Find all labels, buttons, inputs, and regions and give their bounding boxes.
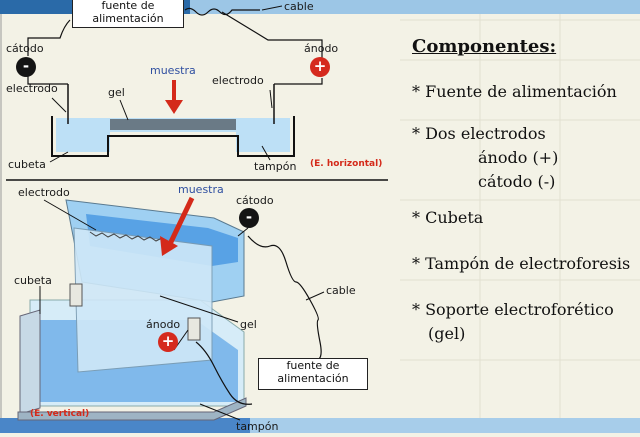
v-electrodo-label: electrodo bbox=[18, 186, 70, 199]
v-catodo-pointer bbox=[237, 227, 249, 237]
cable-top-label: cable bbox=[284, 0, 314, 13]
clamp-left bbox=[69, 283, 83, 307]
h-tampon-label: tampón bbox=[254, 160, 297, 173]
v-cathode-icon: - bbox=[239, 208, 259, 228]
v-catodo-label: cátodo bbox=[236, 194, 274, 207]
h-caption: (E. horizontal) bbox=[310, 159, 383, 169]
power-supply-box-top: fuente de alimentación bbox=[72, 0, 184, 28]
cable-top-right bbox=[221, 11, 323, 58]
v-anode-icon: + bbox=[158, 332, 178, 352]
component-cuvette: * Cubeta bbox=[412, 208, 484, 227]
clamp-right bbox=[187, 317, 201, 341]
power-supply-box-bottom: fuente de alimentación bbox=[258, 358, 368, 390]
h-anodo-label: ánodo bbox=[304, 42, 339, 55]
v-cable-pointer bbox=[305, 291, 325, 301]
h-catodo-label: cátodo bbox=[6, 42, 44, 55]
horizontal-cell bbox=[27, 74, 323, 163]
v-tampon-pointer bbox=[199, 403, 241, 421]
v-caption: (E. vertical) bbox=[30, 409, 90, 419]
base-plate bbox=[17, 397, 247, 421]
component-electrodes: * Dos electrodos bbox=[412, 124, 546, 143]
component-buffer: * Tampón de electroforesis bbox=[412, 254, 631, 273]
background-grid bbox=[400, 0, 640, 433]
component-cathode: cátodo (-) bbox=[478, 172, 556, 191]
v-anodo-label: ánodo bbox=[146, 318, 181, 331]
vertical-gel-plate bbox=[73, 227, 213, 373]
h-cathode-icon: - bbox=[16, 57, 36, 77]
v-gel-label: gel bbox=[240, 318, 257, 331]
power-supply-label-bottom: fuente de alimentación bbox=[277, 359, 349, 385]
v-gel-pointer bbox=[159, 295, 239, 323]
electrode-left-feed bbox=[27, 74, 68, 85]
electrode-right-pointer bbox=[269, 89, 273, 109]
sample-arrow-head bbox=[165, 100, 183, 114]
components-list: Componentes: * Fuente de alimentación * … bbox=[406, 34, 636, 346]
h-gel-label: gel bbox=[108, 86, 125, 99]
vertical-sample-head bbox=[160, 236, 178, 256]
cable-pointer bbox=[261, 5, 283, 11]
h-electrodo-right-label: electrodo bbox=[212, 74, 264, 87]
vertical-apparatus bbox=[17, 196, 325, 421]
front-frame bbox=[19, 309, 41, 415]
h-muestra-label: muestra bbox=[150, 64, 196, 77]
v-cable-label: cable bbox=[326, 284, 356, 297]
cable-vertical-lower bbox=[195, 341, 253, 405]
v-tampon-label: tampón bbox=[236, 420, 279, 433]
gel-wells bbox=[89, 231, 175, 243]
component-support: * Soporte electroforético bbox=[412, 300, 614, 319]
vertical-sample-shaft bbox=[167, 196, 195, 246]
component-anode: ánodo (+) bbox=[478, 148, 559, 167]
gel-pointer bbox=[119, 99, 129, 121]
h-cubeta-label: cubeta bbox=[8, 158, 46, 171]
component-power-supply: * Fuente de alimentación bbox=[412, 82, 617, 101]
top-banner-light bbox=[190, 0, 640, 14]
components-title: Componentes: bbox=[412, 36, 557, 57]
cable-vertical-wave bbox=[247, 235, 322, 373]
electrode-right-feed bbox=[274, 78, 323, 85]
horizontal-gel bbox=[110, 119, 236, 130]
component-support-cont: (gel) bbox=[428, 324, 466, 343]
cable-top-left bbox=[27, 19, 71, 56]
h-electrodo-left-label: electrodo bbox=[6, 82, 58, 95]
bottom-banner-light bbox=[250, 418, 640, 433]
v-electrodo-pointer bbox=[43, 199, 97, 231]
electrode-left-pointer bbox=[51, 97, 67, 113]
power-supply-label-top: fuente de alimentación bbox=[92, 0, 164, 25]
v-cubeta-label: cubeta bbox=[14, 274, 52, 287]
tampon-pointer bbox=[261, 145, 271, 161]
cubeta-pointer bbox=[49, 151, 69, 163]
v-muestra-label: muestra bbox=[178, 183, 224, 196]
cable-top-wave bbox=[184, 7, 260, 16]
h-anode-icon: + bbox=[310, 57, 330, 77]
